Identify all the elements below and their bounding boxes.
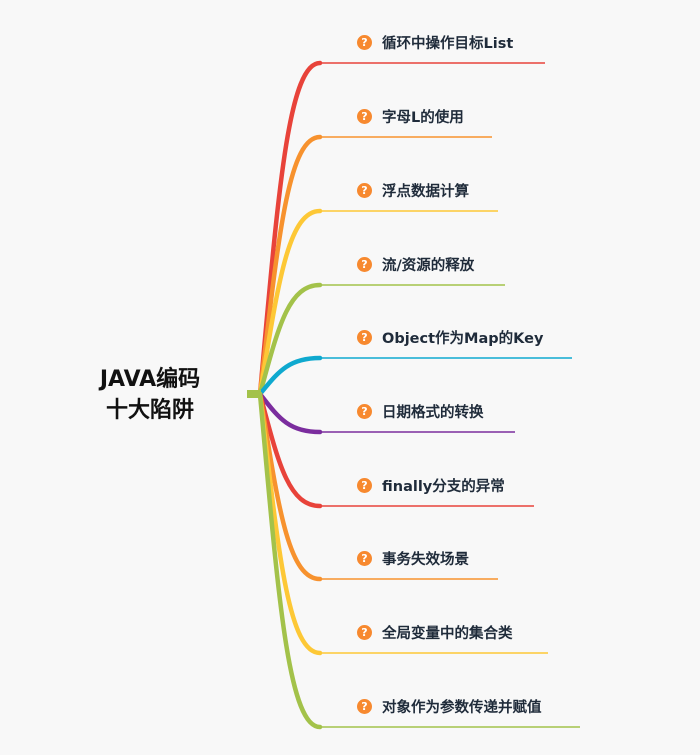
branch-curve [257, 391, 323, 435]
branch-label: 对象作为参数传递并赋值 [382, 699, 542, 716]
branch-label: 日期格式的转换 [382, 404, 484, 421]
branch-curve [257, 134, 323, 397]
branch-topic[interactable]: ? 字母L的使用 [357, 106, 464, 126]
branch-topic[interactable]: ? Object作为Map的Key [357, 327, 543, 347]
question-icon: ? [357, 182, 372, 198]
root-topic[interactable]: JAVA编码 十大陷阱 [70, 364, 230, 426]
branch-label: finally分支的异常 [382, 478, 505, 495]
branch-topic[interactable]: ? finally分支的异常 [357, 475, 505, 495]
branch-label: 流/资源的释放 [382, 257, 475, 274]
branch-topic[interactable]: ? 事务失效场景 [357, 548, 469, 568]
branch-topic[interactable]: ? 流/资源的释放 [357, 254, 474, 274]
branch-label: 全局变量中的集合类 [382, 625, 513, 642]
branch-curve [257, 391, 323, 730]
question-icon: ? [357, 477, 372, 493]
question-icon: ? [357, 403, 372, 419]
branch-topic[interactable]: ? 全局变量中的集合类 [357, 622, 513, 642]
branch-curve [257, 282, 323, 397]
branch-topic[interactable]: ? 对象作为参数传递并赋值 [357, 696, 542, 716]
branch-topic[interactable]: ? 循环中操作目标List [357, 32, 513, 52]
root-title-line2: 十大陷阱 [105, 398, 194, 423]
question-icon: ? [357, 550, 372, 566]
question-icon: ? [357, 256, 372, 272]
question-icon: ? [357, 329, 372, 345]
branch-curve [257, 208, 323, 397]
question-icon: ? [357, 698, 372, 714]
root-connector [247, 390, 261, 398]
root-title-line1: JAVA编码 [99, 367, 201, 392]
question-icon: ? [357, 108, 372, 124]
branch-label: 浮点数据计算 [382, 183, 469, 200]
branch-label: Object作为Map的Key [382, 330, 544, 347]
branch-label: 循环中操作目标List [382, 35, 514, 52]
branch-curve [257, 355, 323, 397]
branch-topic[interactable]: ? 日期格式的转换 [357, 401, 484, 421]
question-icon: ? [357, 624, 372, 640]
branch-topic[interactable]: ? 浮点数据计算 [357, 180, 469, 200]
branch-label: 字母L的使用 [382, 109, 464, 126]
branch-label: 事务失效场景 [382, 551, 469, 568]
question-icon: ? [357, 34, 372, 50]
branch-curve [257, 391, 323, 509]
